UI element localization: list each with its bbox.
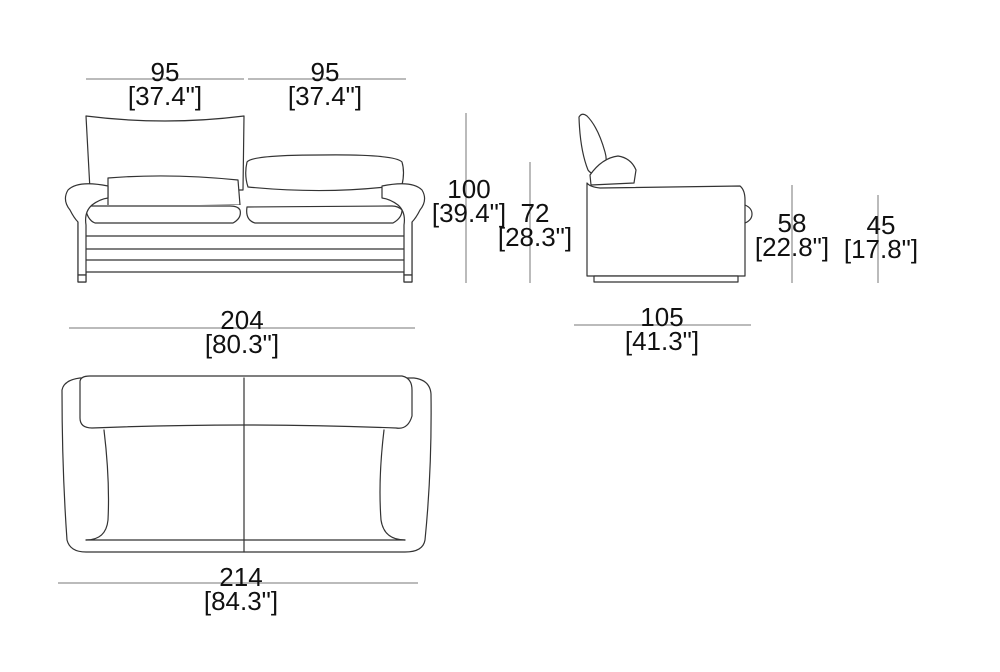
dim-total-height-cm: 100 [447,174,491,204]
side-body [586,182,746,277]
top-right-arm-inner [379,429,406,541]
side-back-cushion [589,155,637,186]
dim-inner-width-cm: 204 [220,305,264,335]
dim-seat-right-in: [37.4"] [287,81,363,111]
dim-seat-height-cm: 45 [866,210,896,240]
top-left-arm-inner [85,429,110,541]
dim-seat-height-in: [17.8"] [843,234,919,264]
front-right-backrest [245,154,405,192]
dim-label-arm-height: 58 [22.8"] [747,208,837,262]
dim-depth-in: [41.3"] [624,326,700,356]
dim-label-back-height: 72 [28.3"] [493,198,577,252]
dim-label-total-width: 214 [84.3"] [193,562,289,616]
dim-label-total-height: 100 [39.4"] [421,174,517,228]
dim-label-seat-right: 95 [37.4"] [280,57,370,111]
front-tilted-backrest [85,115,245,191]
dim-inner-width-in: [80.3"] [204,329,280,359]
dim-label-inner-width: 204 [80.3"] [197,305,287,359]
front-left-seat-cushion [84,205,241,224]
front-left-back-cushion [107,175,241,208]
front-right-seat-cushion [246,205,403,224]
dim-back-height-cm: 72 [520,198,550,228]
dim-total-width-cm: 214 [219,562,263,592]
dim-label-depth: 105 [41.3"] [617,302,707,356]
dim-label-seat-left: 95 [37.4"] [120,57,210,111]
dim-total-height-in: [39.4"] [431,198,507,228]
dim-arm-height-in: [22.8"] [754,232,830,262]
dim-back-height-in: [28.3"] [497,222,573,252]
front-right-arm [381,183,426,276]
dim-seat-right-cm: 95 [310,57,340,87]
front-left-arm [64,183,109,276]
side-view [578,113,753,283]
side-plinth [593,275,739,283]
top-backrest [79,375,413,429]
front-view [64,115,426,283]
dim-label-seat-height: 45 [17.8"] [836,210,926,264]
side-arm-front [744,204,753,224]
front-left-foot [77,274,87,283]
top-view [61,375,432,553]
front-right-foot [403,274,413,283]
dim-seat-left-in: [37.4"] [127,81,203,111]
dim-arm-height-cm: 58 [777,208,807,238]
dim-depth-cm: 105 [640,302,684,332]
dim-total-width-in: [84.3"] [203,586,279,616]
dim-seat-left-cm: 95 [150,57,180,87]
